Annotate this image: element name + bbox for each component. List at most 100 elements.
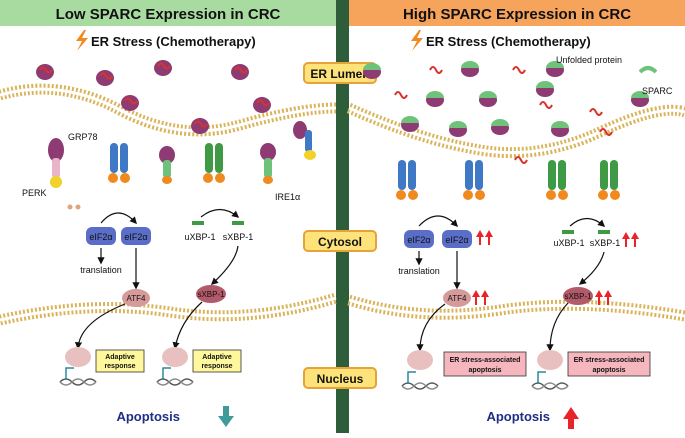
sxbp1-label-left: sXBP-1 — [223, 232, 254, 242]
apoptosis-label-right: Apoptosis — [486, 409, 550, 424]
perk-receptor-right-1 — [396, 160, 418, 200]
perk-receptor-left-2 — [108, 143, 130, 183]
svg-text:eIF2α: eIF2α — [124, 232, 147, 242]
arrow-up-icon — [622, 232, 639, 247]
ire1-receptor-right-1 — [546, 160, 568, 200]
dna-helix-icon — [156, 367, 194, 386]
ire1a-label: IRE1α — [275, 192, 300, 202]
er-stress-apoptosis-box-right-2: ER stress-associated apoptosis — [567, 351, 651, 377]
sxbp1-label-right: sXBP-1 — [590, 238, 621, 248]
dna-helix-icon — [59, 367, 97, 386]
svg-text:response: response — [104, 363, 135, 370]
grp78-perk-right-edge — [293, 121, 316, 160]
perk-receptor-right-2 — [463, 160, 485, 200]
transcription-factor-left-1 — [65, 347, 91, 367]
sxbp1-node-left: sXBP-1 — [196, 285, 226, 303]
arrow-up-icon — [563, 407, 579, 429]
transcription-factor-right-1 — [407, 350, 433, 370]
lightning-bolt-icon — [76, 30, 88, 51]
left-er-stress-label: ER Stress (Chemotherapy) — [91, 34, 256, 49]
nuclear-membrane-left — [0, 292, 338, 326]
translation-label-left: translation — [80, 265, 122, 275]
sparc-label: SPARC — [642, 86, 673, 96]
svg-text:ATF4: ATF4 — [448, 294, 468, 303]
nuclear-membrane-right — [347, 294, 685, 322]
er-membrane-left — [0, 83, 337, 137]
sxbp1-glyph-left — [232, 221, 244, 225]
left-header-bar — [0, 0, 336, 26]
sxbp1-glyph-right — [598, 230, 610, 234]
arrow-up-icon — [472, 290, 489, 305]
uxbp1-label-left: uXBP-1 — [184, 232, 215, 242]
uxbp1-glyph-right — [562, 230, 574, 234]
transcription-factor-left-2 — [162, 347, 188, 367]
right-panel-title: High SPARC Expression in CRC — [403, 6, 631, 23]
splicing-arrow-left — [200, 208, 240, 218]
nucleus-label: Nucleus — [303, 367, 377, 389]
unfolded-protein-label: Unfolded protein — [556, 55, 622, 65]
sxbp1-translate-arrow-left — [210, 245, 239, 285]
svg-text:Adaptive: Adaptive — [105, 354, 135, 361]
arrow-up-icon — [595, 290, 612, 305]
grp78-bound-left — [159, 146, 175, 184]
eif2a-node-right-2: eIF2α — [442, 230, 472, 248]
svg-text:eIF2α: eIF2α — [407, 235, 430, 245]
svg-text:ER Lumen: ER Lumen — [310, 67, 369, 81]
atf4-to-nucleus-arrow-left — [74, 303, 126, 350]
left-panel-title: Low SPARC Expression in CRC — [56, 6, 281, 23]
sxbp1-to-nucleus-arrow-right — [546, 302, 569, 352]
right-er-stress-label: ER Stress (Chemotherapy) — [426, 34, 591, 49]
arrow-up-icon — [476, 230, 493, 245]
adaptive-response-box-left-2: Adaptive response — [192, 349, 242, 373]
eif2a-node-right-1: eIF2α — [404, 230, 434, 248]
svg-text:Cytosol: Cytosol — [318, 235, 362, 249]
transcription-factor-right-2 — [537, 350, 563, 370]
atf4-node-left: ATF4 — [122, 289, 150, 307]
atf4-to-nucleus-arrow-right — [416, 303, 446, 352]
apoptosis-label-left: Apoptosis — [116, 409, 180, 424]
ire1-receptor-left-2 — [260, 143, 276, 184]
unfolded-proteins-right — [394, 66, 613, 164]
phosphorylation-arrow-right — [418, 215, 458, 228]
svg-text:sXBP-1: sXBP-1 — [564, 292, 592, 301]
sxbp1-node-right: sXBP-1 — [563, 287, 593, 305]
free-sparc-right — [638, 66, 658, 74]
eif2a-node-left-1: eIF2α — [86, 227, 116, 245]
svg-text:eIF2α: eIF2α — [445, 235, 468, 245]
dna-helix-icon — [531, 371, 569, 390]
svg-text:apoptosis: apoptosis — [468, 367, 501, 374]
arrow-down-icon — [218, 406, 234, 427]
lightning-bolt-icon — [411, 30, 423, 51]
svg-text:apoptosis: apoptosis — [592, 367, 625, 374]
phosphorylation-arrow-left — [100, 212, 137, 225]
panel-divider — [336, 0, 349, 433]
perk-label: PERK — [22, 188, 47, 198]
svg-text:ER stress-associated: ER stress-associated — [574, 357, 645, 364]
perk-receptor-left-1 — [48, 138, 64, 188]
svg-text:response: response — [201, 363, 232, 370]
grp78-unfolded-protein-complexes-left — [36, 60, 271, 134]
er-membrane-right — [346, 102, 685, 159]
ire1-receptor-right-2 — [598, 160, 620, 200]
er-lumen-label: ER Lumen — [303, 62, 377, 84]
eif2a-node-left-2: eIF2α — [121, 227, 151, 245]
sxbp1-translate-arrow-right — [578, 251, 605, 285]
svg-text:eIF2α: eIF2α — [89, 232, 112, 242]
right-header-bar — [349, 0, 685, 26]
sparc-grp78-complexes-right — [363, 61, 649, 137]
dna-helix-icon — [401, 371, 439, 390]
ire1-receptor-left — [203, 143, 225, 183]
splicing-arrow-right — [569, 217, 606, 227]
grp78-label: GRP78 — [68, 132, 98, 142]
svg-text:sXBP-1: sXBP-1 — [197, 290, 225, 299]
uxbp1-label-right: uXBP-1 — [553, 238, 584, 248]
svg-text:ATF4: ATF4 — [127, 294, 147, 303]
svg-text:Nucleus: Nucleus — [317, 372, 364, 386]
er-stress-apoptosis-box-right-1: ER stress-associated apoptosis — [443, 351, 527, 377]
phosphate-dots-left — [67, 204, 81, 210]
svg-text:Adaptive: Adaptive — [202, 354, 232, 361]
uxbp1-glyph-left — [192, 221, 204, 225]
adaptive-response-box-left-1: Adaptive response — [95, 349, 145, 373]
cytosol-label: Cytosol — [303, 230, 377, 252]
